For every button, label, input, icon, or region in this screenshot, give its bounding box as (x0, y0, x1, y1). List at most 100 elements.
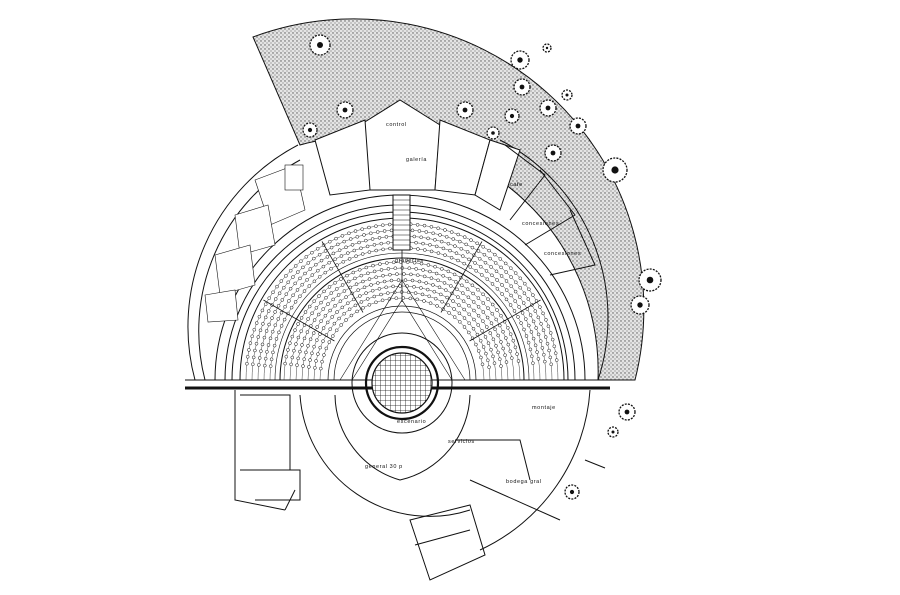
seat-icon (468, 265, 473, 269)
seat-icon (416, 273, 420, 277)
seat-icon (456, 258, 460, 263)
seat-icon (498, 357, 502, 361)
seat-icon (317, 294, 321, 298)
seat-icon (415, 223, 420, 227)
seat-icon (365, 244, 370, 249)
seat-icon (358, 294, 362, 298)
seat-icon (491, 354, 495, 359)
label-escenario: escenario (397, 419, 426, 425)
seat-icon (310, 311, 314, 316)
seat-icon (339, 323, 343, 327)
stage (339, 279, 466, 434)
seat-icon (476, 249, 481, 253)
seat-icon (518, 295, 522, 299)
seat-icon (303, 310, 308, 314)
seat-icon (307, 365, 311, 369)
seat-icon (296, 335, 301, 340)
seat-icon (245, 355, 250, 359)
seat-icon (378, 262, 382, 266)
seat-icon (541, 328, 546, 333)
seat-icon (367, 277, 372, 281)
seat-icon (329, 291, 334, 295)
seat-icon (332, 321, 337, 326)
seat-icon (433, 296, 438, 301)
seat-icon (316, 312, 321, 317)
seat-icon (542, 352, 546, 357)
left-wing-rooms (204, 164, 306, 323)
seat-icon (293, 328, 297, 332)
seat-icon (296, 270, 300, 274)
seat-icon (476, 305, 481, 309)
trees (302, 34, 662, 500)
seat-icon (504, 270, 508, 274)
seat-icon (433, 238, 437, 242)
seat-icon (486, 306, 490, 310)
seat-icon (354, 282, 359, 286)
seat-icon (419, 261, 424, 266)
tree-trunk (575, 123, 581, 129)
seat-icon (324, 295, 328, 300)
seat-icon (323, 249, 328, 253)
seat-icon (548, 331, 553, 335)
seat-icon (339, 254, 344, 258)
seat-icon (287, 299, 291, 303)
seat-icon (273, 310, 277, 314)
seat-icon (263, 356, 268, 361)
seat-icon (307, 284, 312, 288)
seat-icon (347, 231, 351, 236)
seat-icon (484, 351, 488, 356)
seat-icon (455, 287, 459, 292)
seat-icon (457, 303, 461, 307)
seat-icon (306, 261, 311, 265)
seat-icon (433, 264, 437, 269)
tree-trunk (611, 166, 619, 174)
seat-icon (438, 233, 442, 237)
seat-icon (409, 272, 413, 277)
seat-icon (421, 241, 425, 246)
seat-icon (350, 243, 355, 247)
seat-icon (441, 274, 445, 278)
seat-icon (313, 366, 317, 370)
seat-icon (379, 268, 384, 272)
seat-icon (485, 315, 490, 320)
seat-icon (245, 361, 249, 366)
seat-icon (337, 316, 341, 321)
seat-icon (312, 344, 316, 349)
seat-icon (270, 329, 275, 334)
label-bodega: bodega gral (506, 479, 542, 485)
seat-icon (522, 327, 526, 332)
seat-icon (369, 231, 373, 236)
seat-icon (481, 319, 485, 323)
seat-icon (393, 266, 398, 270)
seat-icon (439, 239, 444, 244)
seat-icon (509, 266, 513, 270)
seat-icon (374, 300, 378, 305)
seat-icon (427, 294, 431, 299)
seat-icon (526, 297, 531, 301)
seat-icon (536, 332, 541, 337)
label-concesiones-2: concesiones (544, 251, 581, 257)
seat-icon (448, 248, 452, 253)
seat-icon (422, 223, 427, 228)
seat-icon (480, 329, 484, 333)
seat-icon (516, 315, 520, 319)
seat-icon (488, 256, 492, 261)
seat-icon (460, 283, 464, 288)
seat-icon (347, 257, 352, 261)
seat-icon (369, 283, 373, 287)
seat-icon (446, 303, 450, 307)
seat-icon (414, 267, 418, 271)
seat-icon (364, 265, 369, 270)
seat-icon (490, 302, 495, 307)
seat-icon (416, 247, 420, 251)
seat-icon (272, 343, 277, 348)
seat-icon (348, 237, 353, 241)
seat-icon (456, 295, 460, 299)
seat-icon (305, 330, 310, 334)
seat-icon (299, 316, 304, 320)
room-labels: control galería cafe concesiones concesi… (365, 122, 581, 485)
seat-icon (293, 300, 298, 304)
seat-icon (476, 287, 480, 292)
seat-icon (489, 265, 493, 269)
seat-icon (454, 251, 459, 255)
